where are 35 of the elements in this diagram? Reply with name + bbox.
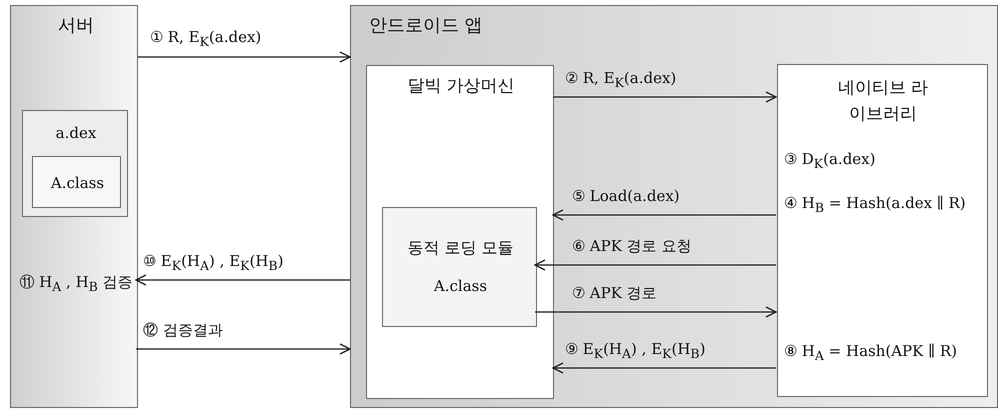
- file-box: [22, 110, 128, 217]
- arrow: [135, 274, 350, 286]
- module-box: [382, 207, 537, 327]
- class-box: [32, 156, 121, 208]
- arrow: [534, 259, 776, 271]
- box-title: 달빅 가상머신: [406, 76, 516, 96]
- arrow: [553, 91, 777, 103]
- box-title: a.dex: [54, 124, 98, 142]
- panel-title: 서버: [57, 15, 95, 37]
- formula-text: ④ H$_{B}$ = Hash(a.dex ∥ R): [784, 193, 967, 217]
- arrow: [552, 209, 776, 221]
- edge-label: ⑤ Load(a.dex): [572, 187, 680, 205]
- class-name: A.class: [50, 174, 106, 192]
- edge-label: ⑦ APK 경로: [572, 284, 657, 302]
- verification-text: ⑪ H$_{A}$ , H$_{B}$ 검증: [18, 272, 134, 296]
- box-title: 네이티브 라이브러리: [836, 77, 930, 126]
- edge-label: ⑥ APK 경로 요청: [572, 237, 692, 255]
- app-panel: [350, 5, 998, 408]
- formula-text: ⑧ H$_{A}$ = Hash(APK ∥ R): [784, 341, 958, 365]
- arrow: [138, 51, 351, 63]
- library-box: [777, 64, 988, 397]
- virtual-machine-box: [366, 65, 554, 399]
- arrow: [136, 343, 351, 355]
- edge-label: ⑩ E$_{K}$(H$_{A}$) , E$_{K}$(H$_{B}$): [143, 252, 284, 273]
- panel-title: 안드로이드 앱: [369, 15, 484, 37]
- edge-label: ⑫ 검증결과: [143, 321, 223, 339]
- edge-label: ① R, E$_{K}$(a.dex): [150, 28, 262, 49]
- edge-label: ⑨ E$_{K}$(H$_{A}$) , E$_{K}$(H$_{B}$): [565, 340, 706, 361]
- arrow: [535, 306, 777, 318]
- box-title: 동적 로딩 모듈: [406, 238, 515, 258]
- class-name: A.class: [432, 277, 488, 295]
- server-panel: [10, 5, 138, 408]
- edge-label: ② R, E$_{K}$(a.dex): [565, 69, 676, 90]
- arrow: [552, 362, 776, 374]
- formula-text: ③ D$_{K}$(a.dex): [784, 150, 876, 171]
